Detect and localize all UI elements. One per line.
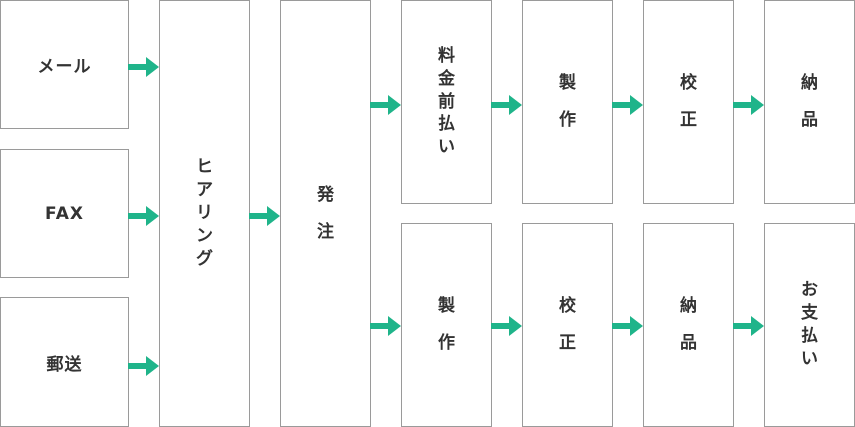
input-fax-box: FAX [0,149,129,278]
top-step1-box: 料金前払い [401,0,492,204]
bottom-step2-label: 校正 [559,288,576,362]
bottom-step3-box: 納品 [643,223,734,427]
bottom-step1-box: 製作 [401,223,492,427]
hearing-box: ヒアリング [159,0,250,427]
bottom-step4-box: お支払い [764,223,855,427]
vertical-char: 校 [559,296,576,317]
vertical-char: 製 [559,73,576,94]
vertical-char: 作 [438,333,455,353]
vertical-char: 払 [438,114,455,135]
vertical-char: 発 [317,184,334,205]
vertical-char: 前 [438,91,455,112]
right-arrow-icon [612,316,643,336]
right-arrow-icon [128,206,159,226]
vertical-char: 金 [438,68,455,89]
right-arrow-icon [733,95,764,115]
right-arrow-icon [249,206,280,226]
top-step3-label: 校正 [680,65,697,139]
vertical-char: ア [196,180,213,201]
vertical-char: お [801,280,818,301]
input-mail-box: メール [0,0,129,129]
vertical-char: 品 [801,110,818,130]
bottom-step1-label: 製作 [438,288,455,362]
vertical-char: 正 [559,333,576,353]
vertical-char: 正 [680,110,697,130]
vertical-char: 納 [801,73,818,94]
input-mail-label: メール [37,57,92,77]
bottom-step4-label: お支払い [801,279,818,371]
vertical-char: い [801,348,818,369]
right-arrow-icon [491,95,522,115]
vertical-char: い [438,137,455,158]
vertical-char: 品 [680,333,697,353]
bottom-step3-label: 納品 [680,288,697,362]
right-arrow-icon [370,95,401,115]
right-arrow-icon [733,316,764,336]
bottom-step2-box: 校正 [522,223,613,427]
vertical-char: ン [196,225,213,246]
right-arrow-icon [128,356,159,376]
right-arrow-icon [491,316,522,336]
vertical-char: 作 [559,110,576,130]
vertical-char: 注 [317,221,334,242]
top-step4-label: 納品 [801,65,818,139]
top-step2-box: 製作 [522,0,613,204]
input-post-label: 郵送 [46,354,83,375]
vertical-char: グ [196,248,213,269]
vertical-char: 製 [438,296,455,317]
order-label: 発注 [317,177,334,251]
vertical-char: 料 [438,45,455,66]
hearing-label: ヒアリング [196,156,213,271]
input-fax-label: FAX [45,203,84,224]
top-step1-label: 料金前払い [438,45,455,160]
vertical-char: 払 [801,326,818,346]
top-step3-box: 校正 [643,0,734,204]
vertical-char: ヒ [196,157,213,178]
top-step2-label: 製作 [559,65,576,139]
order-box: 発注 [280,0,371,427]
right-arrow-icon [612,95,643,115]
vertical-char: リ [196,203,213,224]
right-arrow-icon [128,57,159,77]
vertical-char: 支 [801,303,818,324]
vertical-char: 納 [680,296,697,317]
vertical-char: 校 [680,73,697,94]
input-post-box: 郵送 [0,297,129,427]
top-step4-box: 納品 [764,0,855,204]
right-arrow-icon [370,316,401,336]
